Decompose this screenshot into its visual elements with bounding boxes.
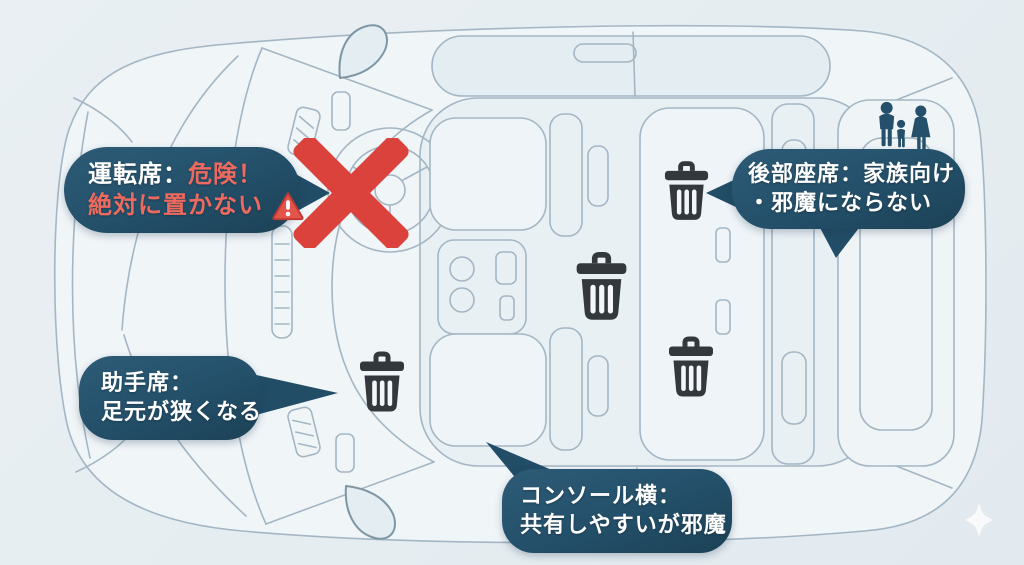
- rear-callout-tail-bottom: [818, 224, 862, 258]
- rear-callout-tail-left: [706, 178, 738, 208]
- callout-console-side: コンソール横： 共有しやすいが邪魔: [502, 469, 732, 553]
- callout-driver-seat: 運転席：危険！ 絶対に置かない: [64, 147, 304, 233]
- red-x-icon: [293, 138, 409, 248]
- passenger-callout-tail: [252, 374, 338, 416]
- warning-triangle-icon: [272, 192, 304, 221]
- callout-driver-line1: 運転席：危険！: [88, 159, 263, 190]
- passenger-seat: [429, 327, 609, 451]
- callout-rear-seat: 後部座席：家族向け ・邪魔にならない: [732, 149, 965, 229]
- driver-callout-tail: [292, 172, 330, 214]
- side-mirror-bottom: [344, 485, 396, 540]
- driver-warning-text: 絶対に置かない: [88, 192, 263, 219]
- callout-passenger-line1: 助手席：: [101, 370, 194, 396]
- sparkle-icon: [965, 502, 993, 538]
- family-icon: [879, 101, 931, 150]
- side-mirror-top: [338, 24, 388, 79]
- callout-console-line1: コンソール横：: [520, 483, 682, 509]
- callout-passenger-seat: 助手席： 足元が狭くなる: [79, 356, 263, 440]
- trash-bin-icon-passenger: [357, 351, 407, 414]
- callout-console-line2: 共有しやすいが邪魔: [520, 512, 727, 537]
- driver-danger-label: 危険！: [188, 160, 263, 188]
- driver-seat: [429, 113, 609, 237]
- callout-rear-line2: ・邪魔にならない: [748, 190, 933, 215]
- callout-rear-line1: 後部座席：家族向け: [748, 161, 956, 187]
- trash-bin-icon-rear-bottom: [666, 336, 716, 399]
- driver-seat-label: 運転席：: [88, 160, 188, 188]
- callout-passenger-line2: 足元が狭くなる: [101, 399, 263, 424]
- console-callout-tail: [486, 442, 566, 476]
- trash-bin-icon-console: [573, 252, 630, 322]
- trash-bin-icon-rear-top: [662, 161, 711, 222]
- callout-driver-line2: 絶対に置かない: [88, 190, 305, 221]
